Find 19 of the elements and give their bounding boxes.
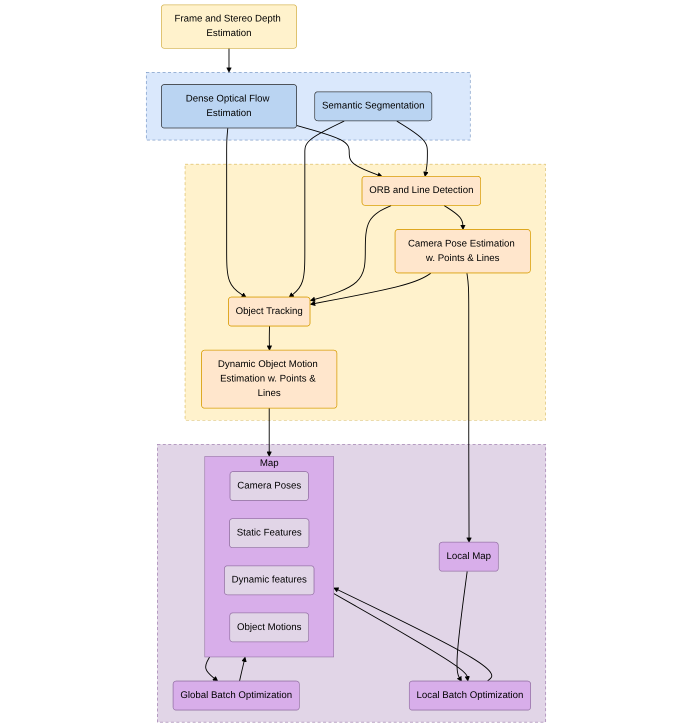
arrow [266, 408, 272, 457]
arrow [333, 588, 492, 682]
arrow [456, 571, 468, 682]
arrow [205, 656, 218, 682]
cluster [146, 72, 471, 140]
arrow [239, 656, 247, 682]
arrow [310, 205, 392, 302]
arrow [466, 272, 472, 543]
arrow [266, 326, 272, 351]
arrow [288, 120, 345, 298]
arrow [226, 48, 232, 73]
arrow [333, 593, 470, 682]
arrow [226, 128, 247, 298]
arrow [296, 125, 383, 178]
cluster [157, 444, 546, 722]
arrow [396, 120, 428, 177]
cluster [184, 164, 546, 421]
arrow [310, 272, 432, 306]
arrow [444, 205, 466, 230]
